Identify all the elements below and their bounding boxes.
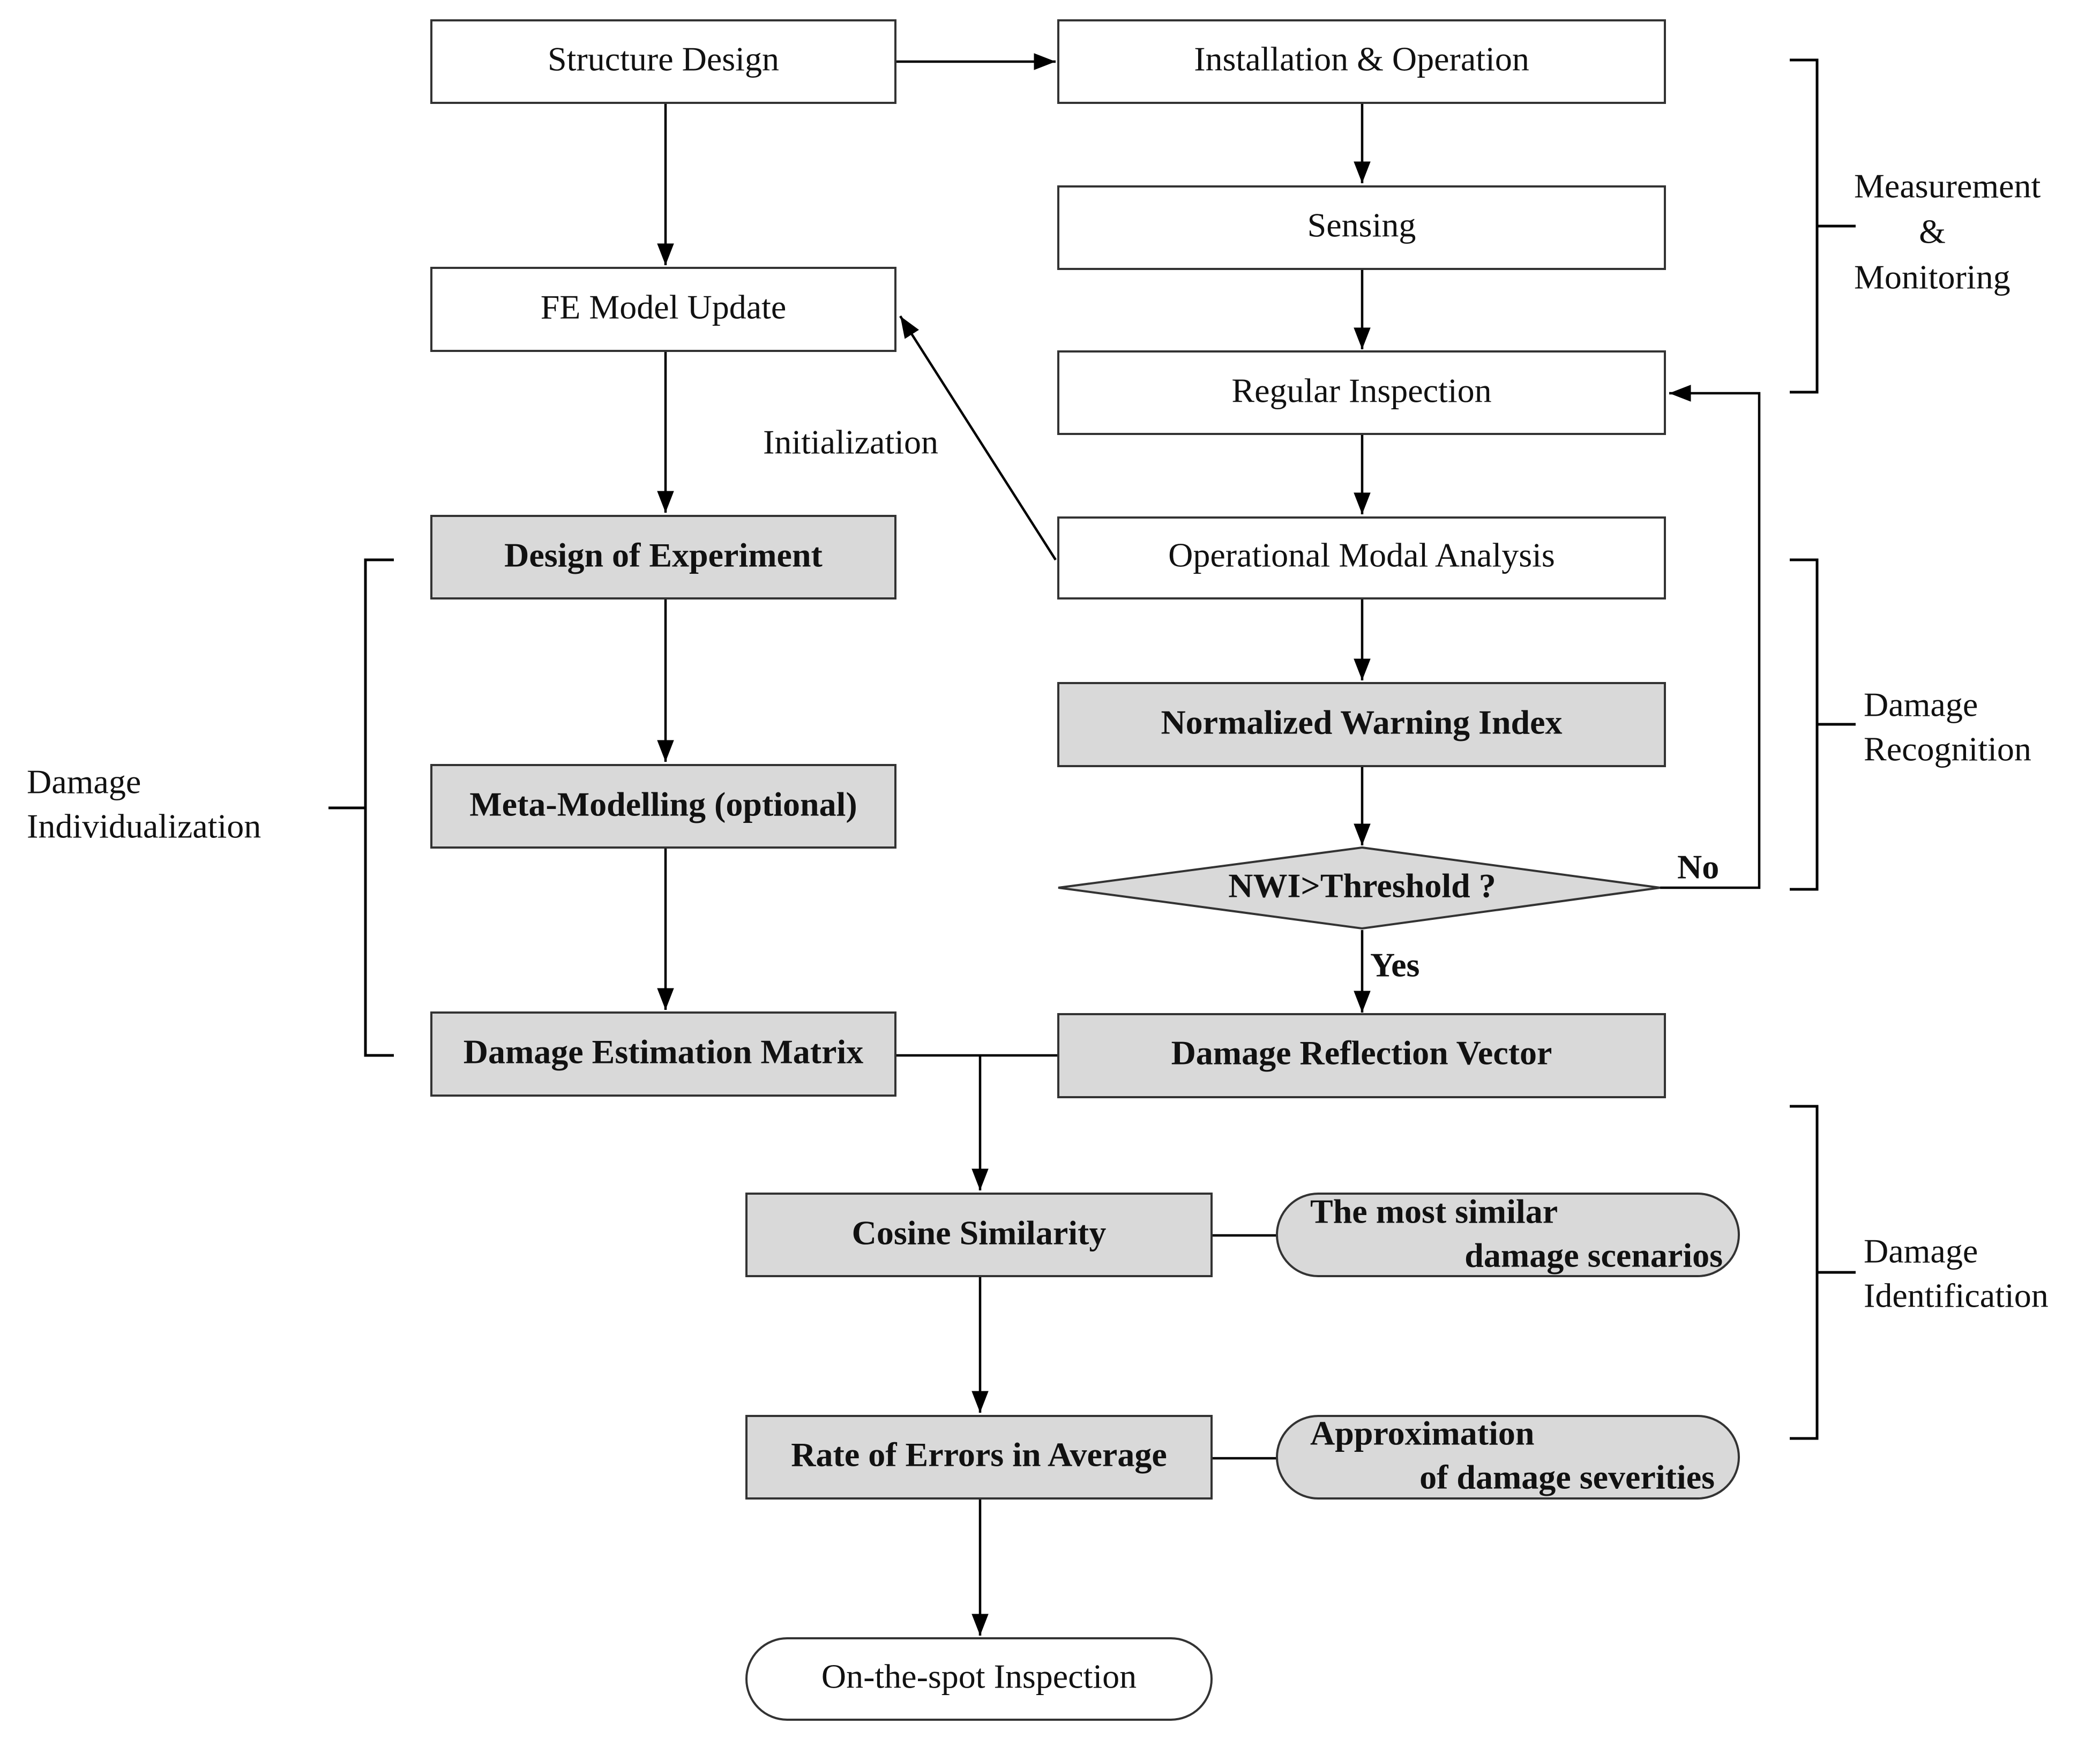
node-regular-inspection: Regular Inspection: [1057, 350, 1666, 435]
node-rate-of-errors: Rate of Errors in Average: [745, 1415, 1213, 1500]
group-brackets: [328, 58, 1856, 1440]
node-damage-estimation-matrix: Damage Estimation Matrix: [430, 1011, 896, 1097]
node-cosine-similarity: Cosine Similarity: [745, 1193, 1213, 1277]
node-meta-modelling-label: Meta-Modelling (optional): [469, 785, 857, 823]
group-label-identification-line2: Identification: [1864, 1277, 2049, 1315]
arrow-initialization: [899, 315, 1057, 561]
node-fe-model-update-label: FE Model Update: [541, 288, 787, 326]
node-installation-operation-label: Installation & Operation: [1194, 40, 1529, 78]
node-normalized-warning-index-label: Normalized Warning Index: [1161, 703, 1562, 741]
node-structure-design: Structure Design: [430, 19, 896, 104]
node-nwi-threshold-label: NWI>Threshold ?: [1228, 867, 1496, 905]
node-regular-inspection-label: Regular Inspection: [1231, 372, 1491, 410]
group-label-identification-line1: Damage: [1864, 1232, 1978, 1270]
node-fe-model-update: FE Model Update: [430, 267, 896, 352]
node-design-of-experiment: Design of Experiment: [430, 515, 896, 599]
node-damage-reflection-vector-label: Damage Reflection Vector: [1171, 1034, 1552, 1072]
node-damage-reflection-vector: Damage Reflection Vector: [1057, 1013, 1666, 1098]
node-most-similar-line2: damage scenarios: [1464, 1236, 1723, 1275]
node-operational-modal-analysis: Operational Modal Analysis: [1057, 516, 1666, 599]
edge-label-yes: Yes: [1370, 946, 1419, 984]
bracket-damage-recognition: [1790, 558, 1819, 891]
arrow-threshold-no-loop: [1660, 385, 1761, 889]
group-label-measurement-line3: Monitoring: [1854, 258, 2011, 296]
edge-label-initialization: Initialization: [763, 423, 938, 461]
group-label-individualization-line1: Damage: [27, 763, 141, 801]
node-sensing-label: Sensing: [1307, 206, 1416, 244]
group-label-measurement-line2: &: [1919, 213, 1946, 251]
node-nwi-threshold-decision: NWI>Threshold ?: [1058, 846, 1661, 930]
node-cosine-similarity-label: Cosine Similarity: [852, 1214, 1107, 1252]
node-rate-of-errors-label: Rate of Errors in Average: [791, 1436, 1167, 1474]
connectors: [657, 53, 1761, 1636]
node-approximation-severities: Approximation of damage severities: [1276, 1414, 1740, 1500]
group-label-measurement-line1: Measurement: [1854, 167, 2041, 205]
node-structure-design-label: Structure Design: [548, 40, 779, 78]
node-meta-modelling: Meta-Modelling (optional): [430, 764, 896, 849]
node-design-of-experiment-label: Design of Experiment: [504, 536, 823, 574]
node-normalized-warning-index: Normalized Warning Index: [1057, 682, 1666, 767]
bracket-measurement-monitoring: [1790, 58, 1819, 394]
node-installation-operation: Installation & Operation: [1057, 19, 1666, 104]
node-damage-estimation-matrix-label: Damage Estimation Matrix: [464, 1033, 864, 1071]
edge-label-no: No: [1677, 848, 1719, 886]
node-on-the-spot-inspection: On-the-spot Inspection: [745, 1637, 1213, 1721]
node-approximation-line1: Approximation: [1310, 1414, 1534, 1452]
node-on-the-spot-inspection-label: On-the-spot Inspection: [821, 1658, 1137, 1696]
group-label-recognition-line2: Recognition: [1864, 730, 2031, 768]
node-operational-modal-analysis-label: Operational Modal Analysis: [1168, 536, 1555, 574]
node-sensing: Sensing: [1057, 185, 1666, 270]
group-label-recognition-line1: Damage: [1864, 686, 1978, 724]
bracket-damage-identification: [1790, 1105, 1819, 1440]
node-most-similar-scenarios: The most similar damage scenarios: [1276, 1193, 1740, 1277]
bracket-damage-individualization: [364, 558, 394, 1057]
node-approximation-line2: of damage severities: [1419, 1458, 1715, 1496]
group-label-individualization-line2: Individualization: [27, 807, 261, 845]
node-most-similar-line1: The most similar: [1310, 1193, 1558, 1231]
